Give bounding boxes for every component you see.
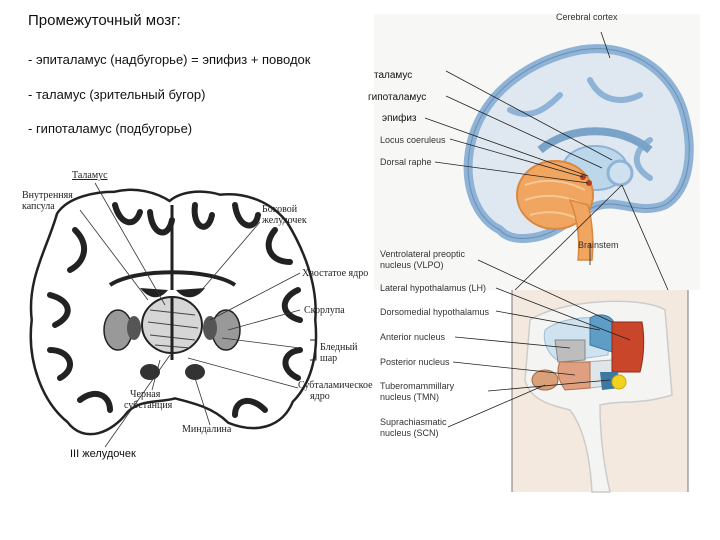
yellow-nucleus-shape <box>611 374 627 390</box>
label-substantia-nigra-1: Черная <box>130 389 161 400</box>
lateral-ventricle <box>140 288 168 298</box>
cerebral-cortex-shape <box>463 44 694 243</box>
label-tmn-1: Tuberomammillary <box>380 381 455 391</box>
label-internal-capsule-2: капсула <box>22 201 55 212</box>
label-scn-2: nucleus (SCN) <box>380 428 439 438</box>
label-dorsal-raphe: Dorsal raphe <box>380 157 432 167</box>
label-lateral-ventricle-1: Боковой <box>262 204 298 215</box>
coronal-outline <box>29 188 318 436</box>
label-posterior-nucleus: Posterior nucleus <box>380 357 450 367</box>
coronal-gyri <box>47 202 303 418</box>
label-hypothalamus-ru: гипоталамус <box>368 92 426 103</box>
label-lateral-ventricle-2: желудочек <box>261 215 307 226</box>
label-caudate: Хвостатое ядро <box>302 268 368 279</box>
cerebellum-shape <box>516 160 594 230</box>
thalamus-line: - таламус (зрительный бугор) <box>28 87 206 102</box>
lateral-hypothalamus-shape <box>611 321 645 373</box>
label-lateral-hypothalamus: Lateral hypothalamus (LH) <box>380 283 486 293</box>
label-subthalamic-2: ядро <box>310 391 330 402</box>
label-amygdala: Миндалина <box>182 424 232 435</box>
epithalamus-line: - эпиталамус (надбугорье) = эпифиз + пов… <box>28 52 311 67</box>
label-internal-capsule-1: Внутренняя <box>22 190 73 201</box>
label-epiphysis-ru: эпифиз <box>382 112 417 124</box>
thalamus-shape <box>141 296 203 354</box>
label-thalamus: Таламус <box>72 170 108 181</box>
label-putamen: Скорлупа <box>304 305 345 316</box>
label-subthalamic-1: Субталамическое <box>298 380 373 391</box>
label-brainstem: Brainstem <box>578 240 619 250</box>
label-cerebral-cortex: Cerebral cortex <box>556 12 618 22</box>
hypothalamus-line: - гипоталамус (подбугорье) <box>28 121 193 136</box>
label-vlpo-1: Ventrolateral preoptic <box>380 249 466 259</box>
label-locus-coeruleus: Locus coeruleus <box>380 135 446 145</box>
label-dorsomedial: Dorsomedial hypothalamus <box>380 307 490 317</box>
label-tmn-2: nucleus (TMN) <box>380 392 439 402</box>
label-vlpo-2: nucleus (VLPO) <box>380 260 444 270</box>
label-scn-1: Suprachiasmatic <box>380 417 447 427</box>
label-globus-pallidus-2: шар <box>320 353 337 364</box>
section-heading: Промежуточный мозг: <box>28 12 181 29</box>
label-globus-pallidus-1: Бледный <box>320 342 358 353</box>
brainstem-shape <box>568 198 594 261</box>
label-anterior-nucleus: Anterior nucleus <box>380 332 446 342</box>
label-thalamus-ru: таламус <box>374 70 412 81</box>
label-third-ventricle: III желудочек <box>70 448 136 460</box>
label-substantia-nigra-2: субстанция <box>124 400 173 411</box>
